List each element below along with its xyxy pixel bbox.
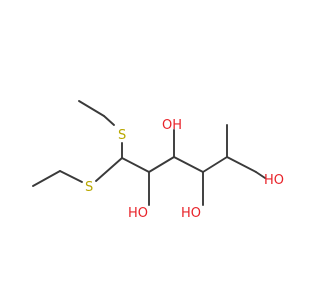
bond-c4-c5 bbox=[202, 156, 228, 173]
bond-s-c1-lower bbox=[95, 157, 123, 182]
hydroxyl-label-c4: HO bbox=[181, 206, 201, 221]
bond-c6-oh bbox=[255, 171, 266, 179]
hydroxyl-label-c6: HO bbox=[264, 173, 284, 188]
bond-c3-c4 bbox=[173, 156, 204, 173]
bond-c2-c3 bbox=[148, 156, 175, 173]
sulfur-atom-lower: S bbox=[85, 180, 93, 195]
molecule-structure-diagram: S S OH HO HO HO bbox=[0, 0, 300, 300]
canvas-background bbox=[0, 0, 300, 300]
bond-c5-c6 bbox=[226, 156, 257, 173]
hydroxyl-label-c3: OH bbox=[162, 118, 182, 133]
sulfur-atom-upper: S bbox=[118, 128, 126, 143]
bond-ch3-ch2-lower bbox=[32, 170, 61, 187]
bond-c1-c2 bbox=[121, 157, 150, 173]
bond-ch2-s-lower bbox=[59, 170, 83, 183]
bond-ch2-s-upper bbox=[103, 115, 115, 126]
hydroxyl-label-c2: HO bbox=[128, 206, 148, 221]
bond-ch3-ch2-upper bbox=[78, 100, 105, 117]
